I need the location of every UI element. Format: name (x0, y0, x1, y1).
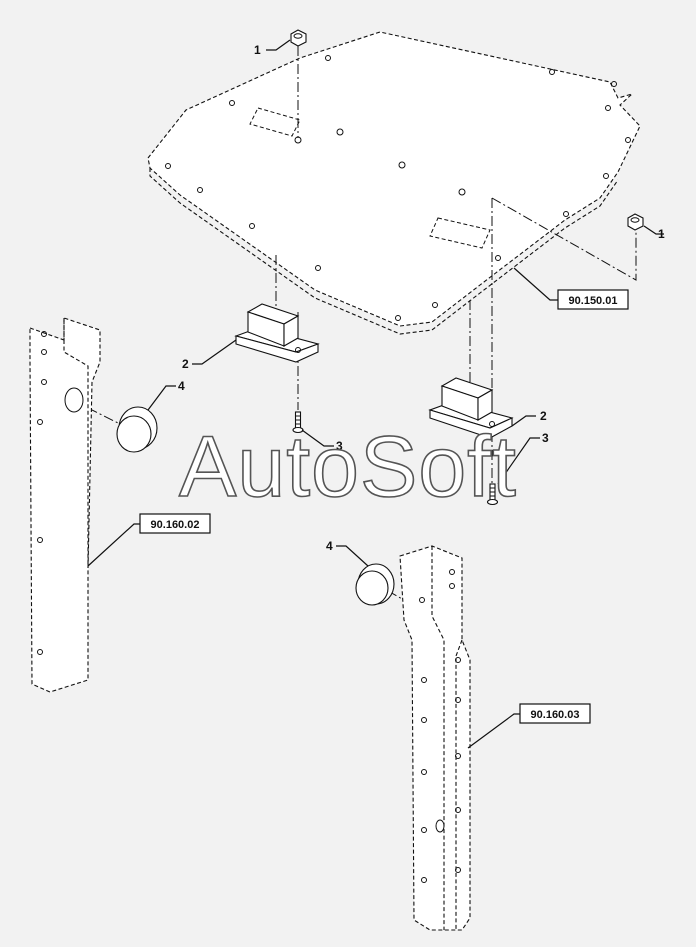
callouts: 1 1 2 2 3 3 4 4 (147, 39, 665, 567)
floor-holes (165, 55, 631, 321)
reference-label-right-post: 90.160.03 (531, 709, 580, 721)
reference-label-floor: 90.150.01 (569, 295, 618, 307)
reference-right-post: 90.160.03 (467, 703, 591, 749)
nut-right (627, 213, 644, 231)
left-post (29, 317, 101, 693)
callout-2-right: 2 (540, 409, 547, 423)
nut-top (290, 29, 307, 47)
callout-2-left: 2 (182, 357, 189, 371)
watermark: AutoSoft (179, 419, 517, 515)
reference-floor: 90.150.01 (513, 267, 629, 310)
callout-1-right: 1 (658, 227, 665, 241)
callout-1-top: 1 (254, 43, 261, 57)
callout-3-left: 3 (336, 439, 343, 453)
bolt-left (292, 411, 304, 434)
floor-plate (147, 31, 641, 335)
rubber-mount-left (234, 303, 320, 363)
reference-left-post: 90.160.02 (87, 513, 211, 567)
bolt-right (486, 483, 499, 506)
right-post (399, 545, 471, 931)
plug-left (116, 406, 158, 453)
callout-4-right: 4 (326, 539, 333, 553)
callout-4-left: 4 (178, 379, 185, 393)
callout-3-right: 3 (542, 431, 549, 445)
reference-label-left-post: 90.160.02 (151, 519, 200, 531)
plug-right (355, 563, 395, 606)
